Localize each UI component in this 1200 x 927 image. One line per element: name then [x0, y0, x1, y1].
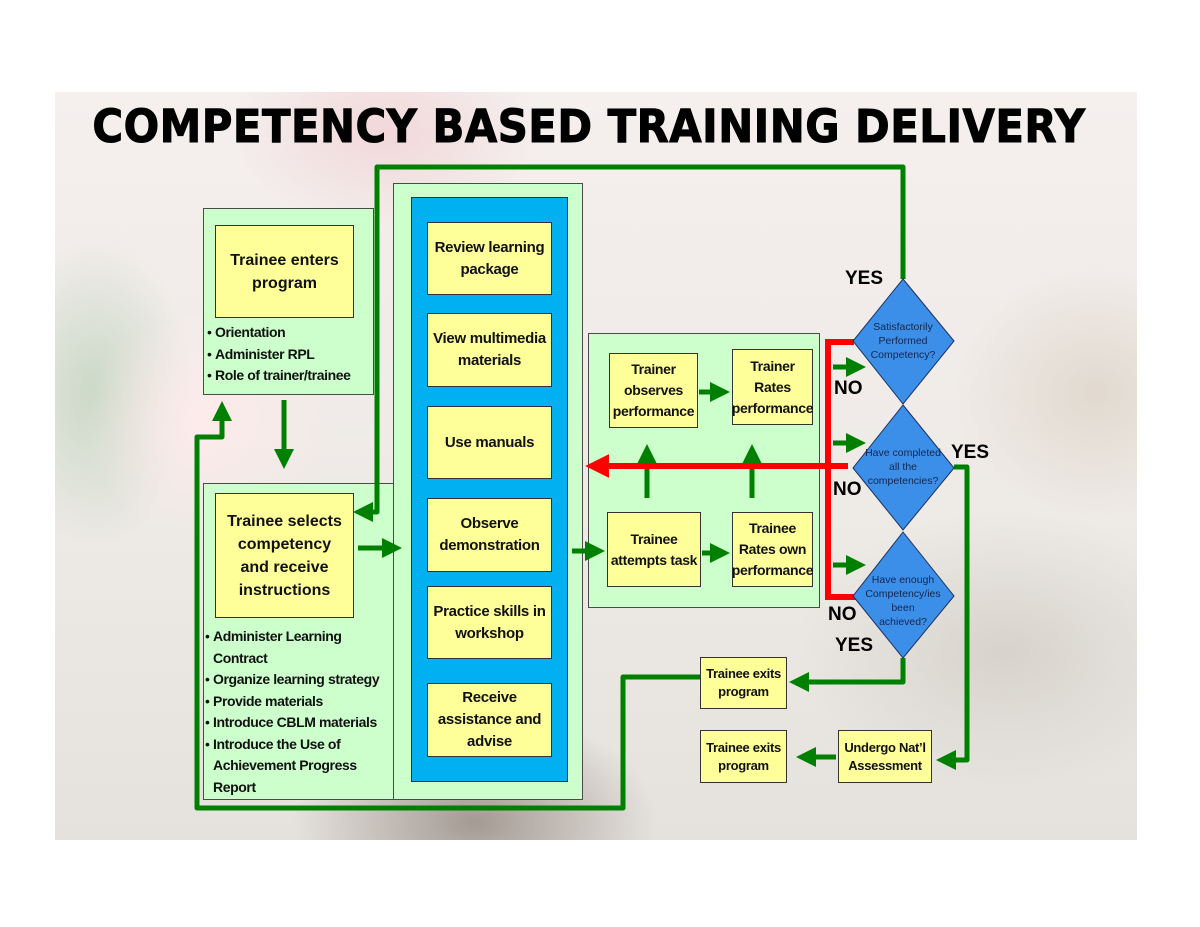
box-line: Use manuals [444, 433, 535, 451]
decision-line: all the [888, 461, 918, 473]
completed-yes-to-assessment-arrow [936, 464, 970, 770]
trainee-enters-program-box: Trainee enters program [215, 225, 354, 318]
page-title: COMPETENCY BASED TRAINING DELIVERY [92, 100, 1086, 154]
box-line: workshop [455, 624, 524, 642]
decision-diamond-enough-competencies [852, 531, 955, 659]
trainee-exits-program-box-2: Trainee exits program [700, 730, 787, 783]
box-line: performance [731, 562, 814, 578]
decision-3-text: Have enough Competency/ies been achieved… [853, 573, 953, 629]
box-line: program [718, 757, 769, 773]
box-line: materials [457, 352, 522, 369]
box-line: attempts task [610, 551, 698, 568]
bullet-item-continued: Report [213, 778, 256, 795]
box-line: performance [731, 399, 814, 416]
selection-bullets: Administer Learning Contract Organize le… [205, 626, 380, 798]
decision-3-yes-label: YES [835, 635, 874, 656]
box-line: Trainee [630, 530, 678, 547]
box-line: program [718, 684, 769, 699]
loop-reenter-program-arrow [194, 401, 700, 811]
box-line: Receive [462, 689, 517, 706]
bullet-item-continued: Contract [213, 649, 268, 666]
box-line: package [460, 260, 519, 278]
activity-receive-assistance: Receive assistance and advise [427, 683, 552, 757]
decision-2-yes-label: YES [951, 442, 990, 463]
box-line: Undergo Nat’l [844, 739, 926, 755]
decision-line: Competency/ies [865, 588, 941, 600]
trainer-rates-performance-box: Trainer Rates performance [731, 349, 814, 425]
decision-1-no-label: NO [834, 378, 863, 399]
enough-yes-to-exit-arrow [789, 658, 906, 692]
decision-diamond-completed-all [852, 404, 955, 531]
box-line: Trainee [749, 520, 796, 536]
decision-2-no-label: NO [833, 479, 862, 500]
box-line: program [252, 274, 317, 292]
box-line: Rates [754, 378, 791, 395]
decision-line: achieved? [879, 616, 927, 628]
decision-2-text: Have completed all the competencies? [853, 446, 953, 488]
bullet-item: Introduce CBLM materials [205, 712, 379, 734]
box-line: demonstration [439, 537, 540, 554]
decision-line: Have enough [871, 574, 935, 586]
box-line: Observe [460, 515, 519, 532]
box-line: advise [467, 733, 512, 750]
trainee-attempts-task-box: Trainee attempts task [607, 512, 701, 587]
box-line: performance [612, 403, 695, 419]
national-assessment-box: Undergo Nat’l Assessment [838, 730, 932, 783]
box-line: Trainee exits [706, 739, 781, 755]
decision-3-no-label: NO [828, 604, 857, 625]
bullet-item-continued: Achievement Progress [213, 757, 357, 773]
box-line: observes [623, 382, 684, 398]
box-line: Trainee exits [706, 666, 781, 681]
box-line: Review learning [434, 238, 545, 256]
entry-bullets: Orientation Administer RPL Role of train… [207, 322, 351, 387]
box-line: Trainer [750, 357, 795, 374]
box-line: Trainer [631, 361, 676, 377]
box-line: Trainee selects [227, 512, 342, 530]
trainee-exits-program-box-1: Trainee exits program [700, 657, 787, 709]
decision-line: Have completed [865, 447, 941, 459]
decision-line: been [891, 602, 915, 614]
loop-yes-next-competency-arrow [353, 164, 906, 522]
decision-1-yes-label: YES [845, 268, 884, 289]
bullet-item: Role of trainer/trainee [207, 365, 351, 387]
box-line: Trainee enters [230, 251, 339, 269]
bullet-item: Organize learning strategy [205, 669, 380, 691]
trainee-rates-own-performance-box: Trainee Rates own performance [731, 512, 814, 587]
box-line: and receive [240, 558, 329, 576]
activity-observe-demonstration: Observe demonstration [427, 498, 552, 572]
activity-practice-skills: Practice skills in workshop [427, 586, 552, 659]
decision-line: Satisfactorily [873, 321, 933, 333]
bullet-item: Provide materials [205, 691, 379, 713]
box-line: Rates own [738, 541, 807, 557]
box-line: View multimedia [433, 330, 546, 347]
trainee-selects-competency-box: Trainee selects competency and receive i… [215, 493, 354, 618]
activity-use-manuals: Use manuals [427, 406, 552, 479]
box-line: Assessment [848, 757, 922, 773]
box-line: assistance and [437, 711, 542, 728]
activity-view-multimedia: View multimedia materials [427, 313, 552, 387]
decision-line: Competency? [870, 349, 936, 361]
decision-diamond-satisfactory [852, 278, 955, 405]
bullet-item: Administer Learning [205, 626, 379, 648]
no-bracket-line [825, 339, 856, 600]
trainer-observes-performance-box: Trainer observes performance [609, 353, 698, 428]
bullet-item: Orientation [207, 322, 351, 344]
decision-1-text: Satisfactorily Performed Competency? [853, 320, 953, 362]
decision-line: Performed [878, 335, 928, 347]
box-line: instructions [238, 581, 331, 599]
decision-line: competencies? [867, 475, 939, 487]
bullet-item: Introduce the Use of [205, 734, 379, 756]
box-line: competency [237, 535, 332, 553]
box-line: Practice skills in [433, 602, 546, 620]
activity-review-learning-package: Review learning package [427, 222, 552, 295]
bullet-item: Administer RPL [207, 344, 351, 366]
